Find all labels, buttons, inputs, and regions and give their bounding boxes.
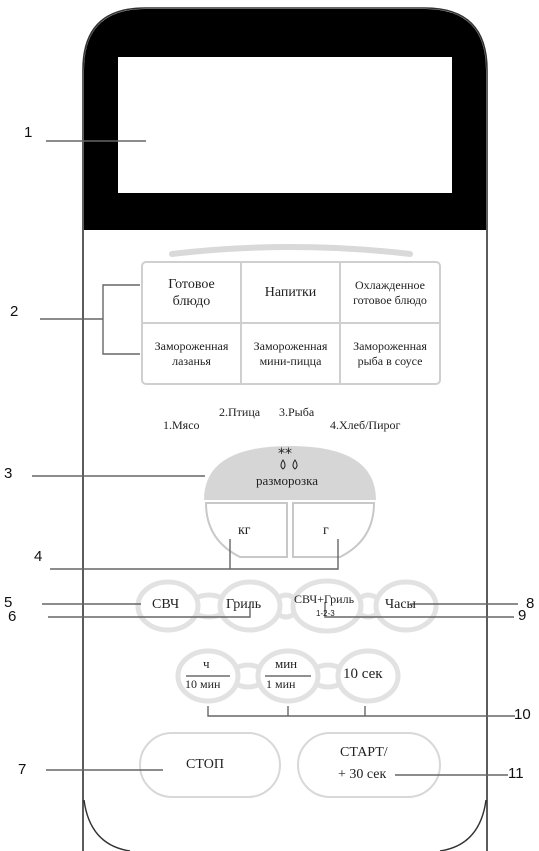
start-button-shape — [297, 732, 441, 798]
g-button[interactable]: г — [293, 503, 374, 557]
defrost-button-shape — [204, 446, 376, 500]
label-line1: Замороженная — [253, 338, 328, 353]
label-line2: блюдо — [172, 293, 211, 309]
minute-button[interactable]: мин 1 мин — [260, 652, 316, 700]
callout-2: 2 — [10, 303, 19, 320]
start-label-line2: + 30 сек — [338, 767, 387, 782]
combo-sublabel: 1-2-3 — [316, 609, 335, 618]
kg-button[interactable]: кг — [206, 503, 287, 557]
defrost-button[interactable]: ** разморозка — [204, 446, 376, 500]
label-line2: мини-пицца — [259, 353, 322, 368]
second-label: 10 сек — [343, 666, 383, 682]
defrost-mode-meat: 1.Мясо — [163, 418, 200, 432]
menu-drinks-button[interactable]: Напитки — [241, 262, 340, 323]
combo-button[interactable]: СВЧ+Гриль 1-2-3 — [294, 584, 360, 630]
label-line2: готовое блюдо — [353, 292, 427, 307]
menu-grid-arc — [169, 244, 413, 257]
hour-button[interactable]: ч 10 мин — [180, 652, 236, 700]
label-line1: Замороженная — [353, 338, 427, 353]
clock-button[interactable]: Часы — [378, 584, 434, 628]
callout-1: 1 — [24, 124, 33, 141]
svg-text:**: ** — [278, 446, 292, 462]
combo-label: СВЧ+Гриль — [294, 592, 355, 606]
label-line2: рыба в соусе — [357, 353, 423, 368]
hour-label-top: ч — [203, 656, 210, 671]
start-label-line1: СТАРТ/ — [340, 745, 388, 760]
callout-3: 3 — [4, 465, 13, 482]
kg-button-shape — [204, 502, 288, 558]
clock-label: Часы — [385, 597, 416, 612]
label-line1: Готовое — [168, 276, 215, 292]
callout-8: 8 — [526, 595, 535, 612]
leader-2-bracket — [102, 284, 140, 355]
defrost-mode-bread: 4.Хлеб/Пирог — [330, 418, 401, 432]
defrost-mode-poultry: 2.Птица — [219, 405, 261, 419]
stop-button[interactable]: СТОП — [140, 733, 280, 797]
leader-9 — [324, 602, 514, 618]
stop-label: СТОП — [186, 757, 224, 772]
callout-11: 11 — [508, 765, 524, 782]
callout-9: 9 — [518, 607, 527, 624]
g-label: г — [323, 523, 329, 538]
grill-label: Гриль — [226, 597, 262, 612]
callout-5: 5 — [4, 594, 13, 611]
defrost-label: разморозка — [256, 473, 318, 488]
microwave-label: СВЧ — [152, 597, 180, 612]
label-line1: Охлажденное — [354, 277, 426, 292]
label-line1: Замороженная — [154, 338, 229, 353]
callout-4: 4 — [34, 548, 43, 565]
grill-button[interactable]: Гриль — [222, 584, 278, 628]
label-line1: Напитки — [264, 284, 317, 300]
callout-10: 10 — [514, 706, 531, 723]
display-window — [118, 57, 452, 193]
leader-4 — [50, 539, 339, 570]
callout-7: 7 — [18, 761, 27, 778]
minute-label-bottom: 1 мин — [266, 677, 296, 691]
defrost-mode-fish: 3.Рыба — [279, 405, 315, 419]
minute-label-top: мин — [275, 656, 298, 671]
callout-6: 6 — [8, 608, 17, 625]
defrost-drops-icon: ** — [278, 446, 298, 470]
g-button-shape — [292, 502, 376, 558]
start-button[interactable]: СТАРТ/ + 30 сек — [298, 733, 440, 797]
leader-10 — [207, 706, 515, 717]
kg-label: кг — [238, 523, 251, 538]
leader-6 — [48, 602, 251, 618]
second-button[interactable]: 10 сек — [340, 652, 398, 700]
microwave-button[interactable]: СВЧ — [140, 584, 196, 628]
label-line2: лазанья — [172, 353, 211, 368]
stop-button-shape — [139, 732, 281, 798]
hour-label-bottom: 10 мин — [185, 677, 221, 691]
